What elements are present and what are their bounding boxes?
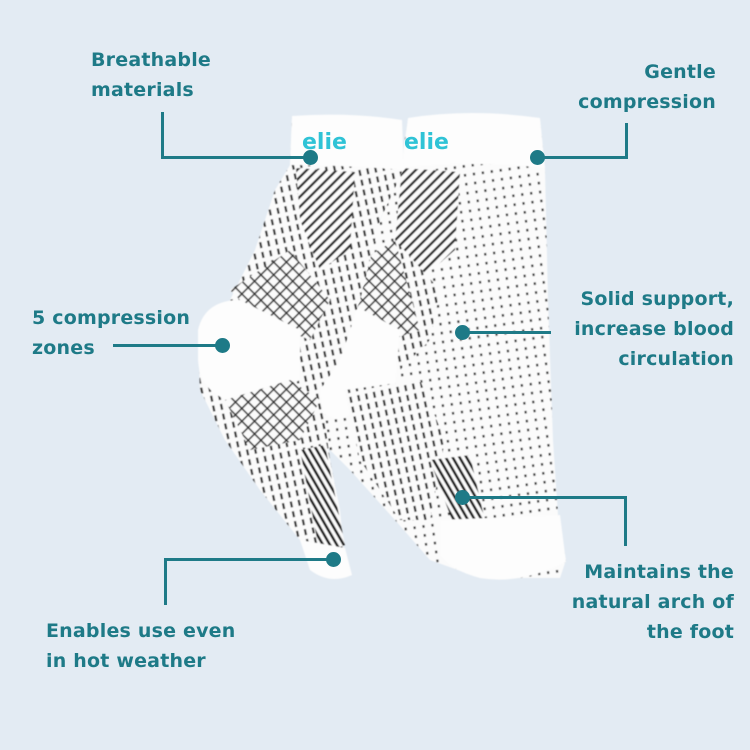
- callout-text: zones: [32, 337, 95, 359]
- callout-gentle: Gentle compression: [578, 57, 716, 117]
- callout-text: natural arch of: [571, 591, 734, 613]
- callout-text: Enables use even: [46, 620, 236, 642]
- leader-line: [161, 156, 311, 159]
- callout-text: Solid support,: [580, 288, 734, 310]
- callout-breathable: Breathable materials: [91, 45, 211, 105]
- leader-line: [164, 558, 167, 605]
- callout-weather: Enables use even in hot weather: [46, 616, 235, 676]
- callout-dot: [303, 150, 318, 165]
- callout-text: Gentle: [644, 61, 716, 83]
- leader-line: [462, 496, 627, 499]
- leader-line: [161, 112, 164, 159]
- callout-text: 5 compression: [32, 307, 191, 329]
- leader-line: [113, 344, 223, 347]
- callout-dot: [530, 150, 545, 165]
- leader-line: [462, 331, 551, 334]
- callout-arch: Maintains the natural arch of the foot: [572, 557, 734, 647]
- callout-zones: 5 compression zones: [32, 303, 190, 363]
- right-sock: [300, 113, 566, 580]
- callout-text: the foot: [646, 621, 734, 643]
- leader-line: [164, 558, 334, 561]
- callout-dot: [455, 325, 470, 340]
- callout-dot: [215, 338, 230, 353]
- callout-text: Breathable: [91, 49, 211, 71]
- callout-text: compression: [578, 91, 716, 113]
- callout-text: materials: [91, 79, 194, 101]
- callout-dot: [455, 490, 470, 505]
- leader-line: [624, 496, 627, 546]
- callout-support: Solid support, increase blood circulatio…: [574, 284, 734, 374]
- brand-logo-right: elie: [404, 130, 449, 155]
- left-sock: [198, 114, 404, 579]
- leader-line: [537, 156, 628, 159]
- callout-text: Maintains the: [584, 561, 734, 583]
- callout-text: increase blood: [574, 318, 734, 340]
- callout-dot: [326, 552, 341, 567]
- leader-line: [625, 123, 628, 159]
- callout-text: in hot weather: [46, 650, 206, 672]
- callout-text: circulation: [618, 348, 734, 370]
